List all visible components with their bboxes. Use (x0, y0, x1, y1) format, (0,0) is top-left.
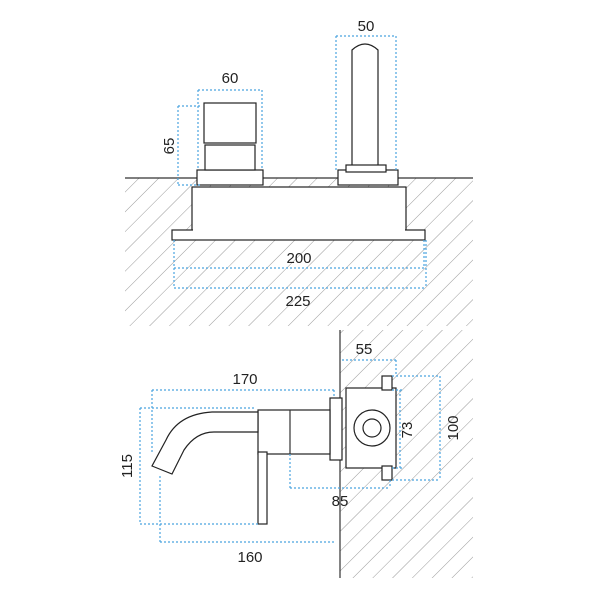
dim-spout-width: 50 (335, 18, 397, 170)
dim-spout-reach: 170 (151, 371, 335, 452)
dim-plate-width: 225 (173, 240, 427, 310)
label-mount-offset: 85 (332, 493, 349, 510)
label-spout-reach: 170 (232, 371, 257, 388)
dim-projection: 160 (159, 476, 336, 566)
label-spout-height: 115 (119, 454, 136, 478)
dim-handle-width: 60 (197, 70, 263, 170)
spout-collar (345, 164, 387, 173)
wall-plate (329, 397, 343, 461)
label-projection: 160 (237, 549, 262, 566)
dim-box-outer: 100 (392, 375, 462, 481)
label-plate-width: 225 (285, 293, 310, 310)
label-box-inner: 73 (399, 422, 416, 439)
dim-spout-height: 115 (119, 407, 258, 525)
handle-base (196, 169, 264, 186)
handle-lever (257, 451, 268, 525)
box-lug-bottom (381, 465, 393, 481)
concealed-body-cover (193, 188, 405, 236)
label-wall-depth: 55 (356, 341, 373, 358)
handle-top (203, 102, 257, 144)
label-box-outer: 100 (445, 415, 462, 440)
label-spout-width: 50 (358, 18, 375, 35)
dim-mount-offset: 85 (289, 454, 391, 510)
label-handle-height: 65 (161, 138, 178, 155)
spout-body-top (351, 43, 379, 169)
top-view: 60 65 50 200 225 (125, 18, 473, 326)
dim-wall-depth: 55 (342, 341, 397, 376)
handle-stem (204, 144, 256, 171)
dim-box-inner: 73 (392, 389, 416, 469)
label-handle-width: 60 (222, 70, 239, 87)
cartridge-inner (362, 418, 382, 438)
dim-body-width: 200 (173, 240, 425, 269)
box-lug-top (381, 375, 393, 391)
dim-handle-height: 65 (161, 105, 202, 186)
spout-side (151, 411, 259, 475)
side-view: 170 115 160 55 73 100 (119, 330, 473, 578)
label-body-width: 200 (286, 250, 311, 267)
mixer-body (257, 409, 331, 455)
